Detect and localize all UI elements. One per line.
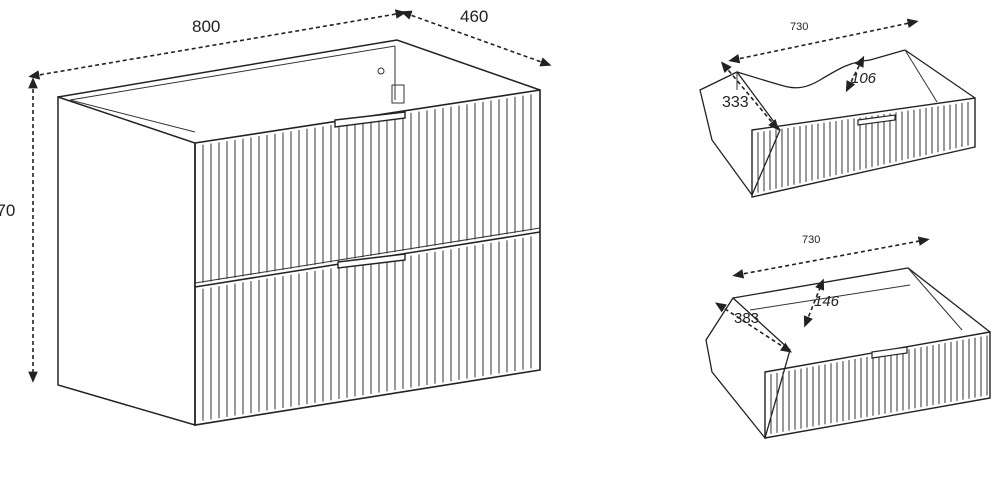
drawer-top-left-side: [699, 71, 781, 197]
drawer-bottom-width-label: 730: [802, 234, 820, 246]
drawer-top-height-label: 106: [851, 70, 877, 87]
cabinet-mount-hole: [377, 67, 385, 75]
drawer-fluting: [202, 94, 532, 421]
drawer-top-depth-label: 333: [722, 94, 749, 111]
drawer-top-inner-corner: [904, 49, 938, 103]
drawer-bottom-inner-corner: [907, 267, 963, 331]
drawer-top-width-line: [728, 18, 919, 64]
drawer-top-drawing: 730 333 106: [699, 18, 976, 198]
drawer-bottom-drawing: 730 383 146: [705, 234, 991, 440]
width-dimension-line: [28, 9, 407, 80]
drawer-bottom-height-line: [803, 278, 825, 328]
bottom-drawer-handle: [337, 253, 406, 269]
width-label: 800: [192, 17, 220, 36]
drawer-bottom-handle: [871, 346, 908, 359]
drawer-bottom-fluting: [770, 335, 988, 434]
height-label: 570: [0, 201, 15, 220]
drawer-split-line-2: [194, 227, 541, 284]
drawer-top-height-line: [845, 55, 865, 93]
drawer-top-front-panel: [751, 97, 976, 198]
drawer-bottom-height-label: 146: [814, 293, 840, 310]
cabinet-inner-left-edge: [69, 99, 196, 133]
drawer-top-right-side: [904, 49, 976, 99]
cabinet-front-frame: [194, 89, 541, 426]
depth-label: 460: [460, 7, 488, 26]
drawer-top-width-label: 730: [790, 21, 808, 33]
drawer-bottom-back-and-right: [732, 267, 991, 333]
cabinet-drawing: 800 460 570: [0, 7, 552, 427]
cabinet-inner-back-edge: [69, 45, 396, 101]
cabinet-bracket: [391, 84, 405, 104]
drawer-bottom-depth-label: 383: [734, 310, 759, 327]
drawer-bottom-front-panel: [764, 331, 991, 439]
drawer-top-fluting: [757, 102, 969, 193]
drawer-top-handle: [857, 114, 896, 126]
cabinet-top-back-edge: [57, 39, 541, 98]
cabinet-side-panel: [57, 95, 196, 427]
drawer-bottom-width-line: [732, 236, 930, 279]
drawer-top-back-wall: [736, 49, 906, 89]
top-drawer-handle: [334, 111, 406, 128]
